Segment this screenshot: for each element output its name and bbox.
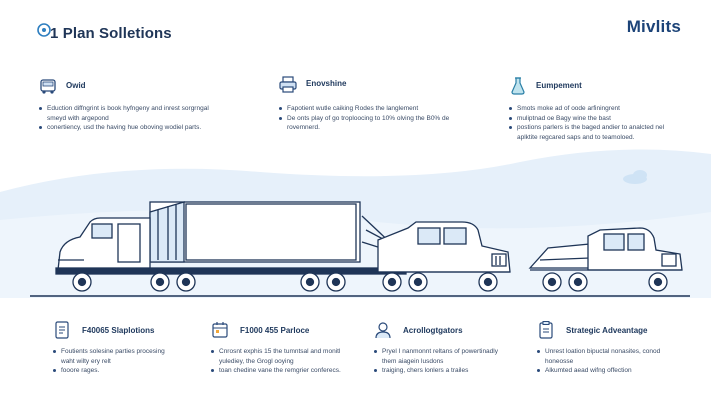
block-title: Acrollogtgators: [403, 326, 463, 335]
list-item: toan chedine vane the remgrier conferecs…: [210, 366, 345, 376]
block-title: Owid: [66, 81, 86, 90]
clipboard-icon: [539, 321, 553, 339]
list-item: postions parlers is the baged andier to …: [508, 123, 673, 142]
truck-cab-icon: [377, 221, 511, 292]
truck-scene: [0, 149, 711, 298]
bullet-list: Eduction diffngrint is book hyfngeny and…: [38, 104, 218, 133]
brand-logo: Mivlits: [626, 17, 681, 36]
list-item: Cnrosnt exphis 15 the tumntsal and monit…: [210, 347, 345, 366]
header: 1 Plan Solletions Mivlits: [0, 0, 711, 60]
block-title: F1000 455 Parloce: [240, 326, 310, 335]
calendar-icon: [212, 322, 228, 338]
bullet-list: Cnrosnt exphis 15 the tumntsal and monit…: [210, 347, 345, 376]
list-item: Unrest loation bipuctal nonasites, conod…: [536, 347, 676, 366]
list-item: Fapotient wutle caiking Rodes the langle…: [278, 104, 458, 114]
person-icon: [375, 322, 391, 339]
list-item: De onts play of go troploocing to 10% ol…: [278, 114, 458, 133]
cloud-icon: [623, 170, 647, 184]
list-item: traiging, chers lonlers a trailes: [373, 366, 513, 376]
list-item: conertiency, usd the having hue oboving …: [38, 123, 218, 133]
list-item: Smots moke ad of oode arfiningrent: [508, 104, 673, 114]
list-item: muliptnad oe Bagy wine the bast: [508, 114, 673, 124]
printer-icon: [279, 76, 297, 93]
block-title: Enovshine: [306, 79, 347, 88]
document-icon: [55, 321, 69, 339]
list-item: Foutients solesine parties procesing wah…: [52, 347, 172, 366]
page-title: 1 Plan Solletions: [50, 25, 172, 42]
bullet-list: Unrest loation bipuctal nonasites, conod…: [536, 347, 676, 376]
bullet-list: Foutients solesine parties procesing wah…: [52, 347, 172, 376]
flask-icon: [511, 77, 525, 95]
truck-front-icon: [40, 79, 56, 94]
bullet-list: Fapotient wutle caiking Rodes the langle…: [278, 104, 458, 133]
list-item: fooore rages.: [52, 366, 172, 376]
block-title: F40065 Slaplotions: [82, 326, 155, 335]
truck-trailer-icon: [55, 201, 407, 292]
list-item: Pryel I nanmonnt reltans of powertinadly…: [373, 347, 513, 366]
block-title: Eumpement: [536, 81, 582, 90]
block-title: Strategic Adveantage: [566, 326, 648, 335]
bullet-list: Pryel I nanmonnt reltans of powertinadly…: [373, 347, 513, 376]
list-item: Eduction diffngrint is book hyfngeny and…: [38, 104, 218, 123]
bullet-list: Smots moke ad of oode arfiningrent mulip…: [508, 104, 673, 142]
list-item: Alkumted aead wifng offection: [536, 366, 676, 376]
flatbed-truck-icon: [528, 227, 683, 292]
globe-icon: [37, 23, 51, 37]
